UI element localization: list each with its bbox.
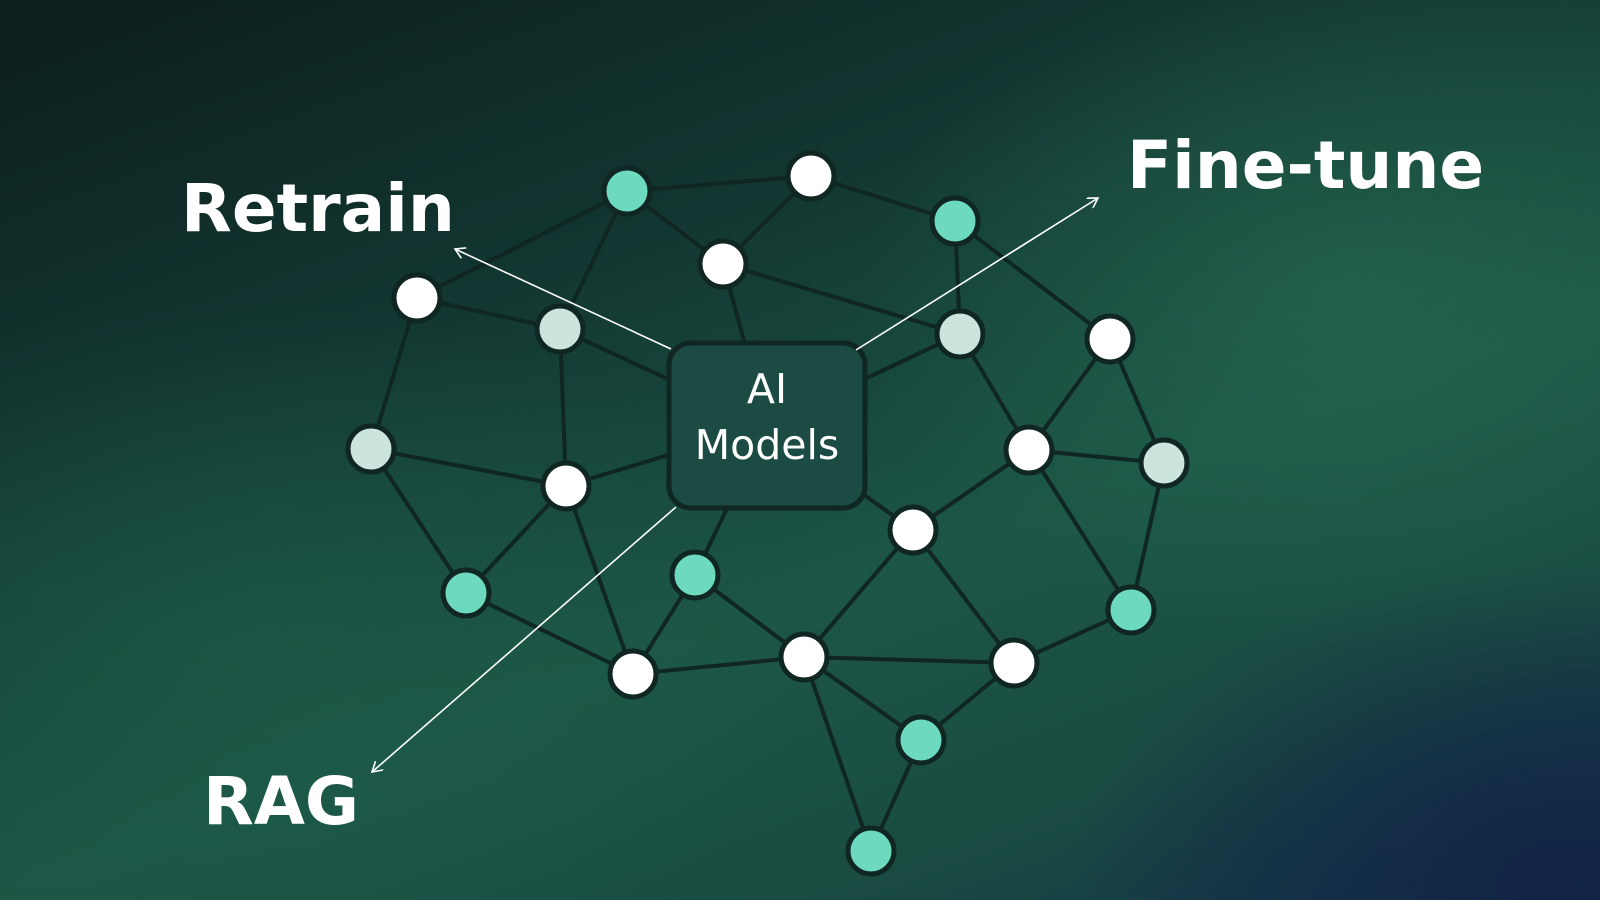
retrain-arrow <box>455 249 672 350</box>
ai-models-box <box>666 340 868 511</box>
rag-arrow <box>372 506 677 772</box>
network-node <box>669 549 721 601</box>
network-edge <box>802 655 873 853</box>
network-node <box>345 423 397 475</box>
network-edge <box>558 327 568 488</box>
network-node <box>887 504 939 556</box>
network-node <box>845 825 897 877</box>
network-edges <box>369 174 1166 853</box>
network-node <box>1105 584 1157 636</box>
ai-models-label-line2: Models <box>695 421 839 469</box>
network-node <box>440 567 492 619</box>
network-node <box>934 308 986 360</box>
network-edge <box>953 219 1112 341</box>
network-edge <box>464 591 635 676</box>
network-edge <box>564 484 635 676</box>
network-edge <box>911 528 1016 665</box>
network-edge <box>1027 448 1133 612</box>
network-node <box>1003 424 1055 476</box>
network-nodes <box>345 150 1190 877</box>
network-edge <box>369 296 419 451</box>
network-edge <box>631 655 806 676</box>
network-node <box>1084 313 1136 365</box>
fine-tune-arrow <box>855 198 1098 351</box>
fine-tune-label: Fine-tune <box>1127 127 1484 204</box>
rag-label: RAG <box>203 763 359 840</box>
network-node <box>785 150 837 202</box>
network-node <box>391 272 443 324</box>
network-node <box>988 637 1040 689</box>
network-edge <box>625 174 813 193</box>
network-edge <box>369 447 468 595</box>
network-node <box>895 714 947 766</box>
network-node <box>540 460 592 512</box>
network-edge <box>369 447 568 488</box>
network-node <box>697 238 749 290</box>
retrain-label: Retrain <box>181 170 455 247</box>
network-node <box>778 631 830 683</box>
network-edge <box>802 655 1016 665</box>
network-edge <box>721 262 962 336</box>
network-node <box>929 195 981 247</box>
network-edge <box>558 189 629 331</box>
network-node <box>607 648 659 700</box>
network-edge <box>802 528 915 659</box>
ai-models-label-line1: AI <box>747 365 787 413</box>
network-node <box>534 303 586 355</box>
network-node <box>601 165 653 217</box>
network-edge <box>415 189 629 300</box>
network-node <box>1138 437 1190 489</box>
